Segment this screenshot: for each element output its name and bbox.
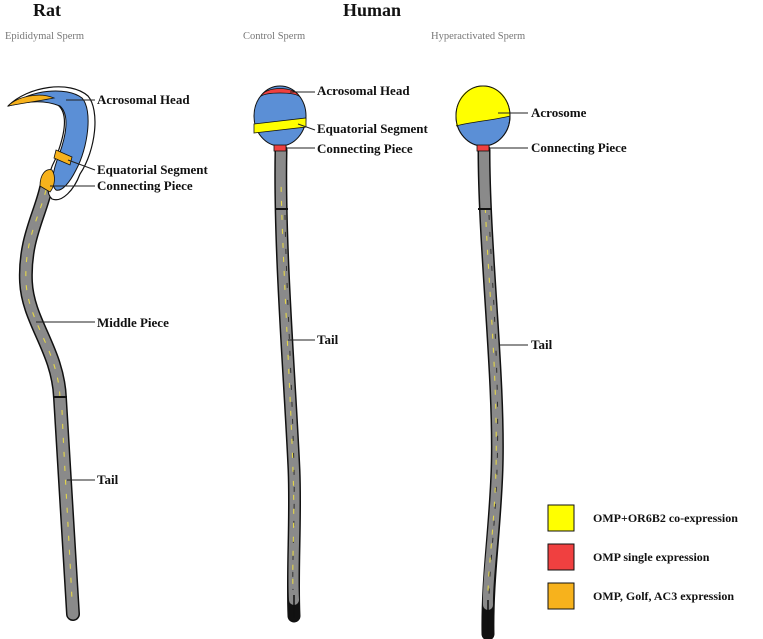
legend-swatch-omp-single [547,543,575,571]
hyper-tail [479,145,503,610]
rat-tail-label: Tail [97,472,119,487]
control-equatorial-leader [297,123,316,131]
hyper-acrosome-label: Acrosome [531,105,587,120]
legend-swatch-omp-golf-ac3 [547,582,575,610]
human-title: Human [343,0,401,20]
rat-title: Rat [33,0,61,20]
hyper-connecting-piece [476,144,490,152]
legend: OMP+OR6B2 co-expression OMP single expre… [547,504,738,610]
control-equatorial-segment-label: Equatorial Segment [317,121,429,136]
rat-acrosome-tip [6,94,56,107]
hyperactivated-subtitle: Hyperactivated Sperm [431,31,525,42]
rat-acrosomal-head-label: Acrosomal Head [97,92,190,107]
rat-equatorial-segment-label: Equatorial Segment [97,162,209,177]
rat-acrosomal-head [11,90,89,191]
hyper-acrosome [456,86,510,126]
rat-equatorial-segment [53,149,73,166]
control-tail [275,145,300,605]
legend-swatch-omp-or6b2 [547,504,575,532]
rat-sperm: Acrosomal Head Equatorial Segment Connec… [6,86,209,621]
hyper-connecting-piece-label: Connecting Piece [531,140,627,155]
control-subtitle: Control Sperm [243,31,305,42]
human-control-sperm: Acrosomal Head Equatorial Segment Connec… [253,83,429,623]
human-hyperactivated-sperm: Acrosome Connecting Piece Tail [455,85,627,639]
rat-subtitle: Epididymal Sperm [5,31,84,42]
rat-connecting-piece-label: Connecting Piece [97,178,193,193]
rat-equatorial-leader [67,159,96,171]
legend-label-omp-golf-ac3: OMP, Golf, AC3 expression [593,589,734,603]
control-acrosomal-head-cap [260,88,300,98]
rat-tail-marks [61,409,73,601]
control-connecting-piece [273,144,287,152]
hyper-tail-marks-dark [488,214,499,601]
hyper-tail-marks-yellow [484,199,497,596]
hyper-tail-label: Tail [531,337,553,352]
rat-middle-piece-label: Middle Piece [97,315,169,330]
legend-label-omp-or6b2: OMP+OR6B2 co-expression [593,511,738,525]
hyper-acrosome-border [455,115,511,127]
control-tail-label: Tail [317,332,339,347]
control-acrosomal-head-label: Acrosomal Head [317,83,410,98]
control-connecting-piece-label: Connecting Piece [317,141,413,156]
legend-label-omp-single: OMP single expression [593,550,710,564]
